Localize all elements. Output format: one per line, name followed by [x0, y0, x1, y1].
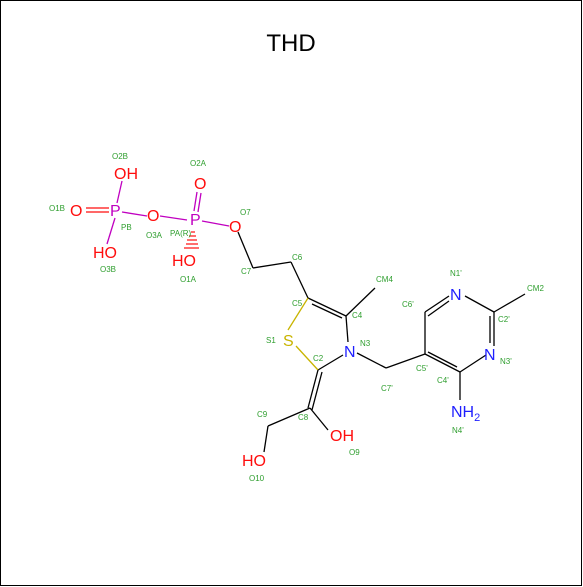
label-o1b: O1B — [49, 204, 65, 213]
label-n3: N3 — [360, 339, 371, 348]
atom-name-labels: O2B O1B PB O3B O3A O2A PA(R) O1A O7 C7 C… — [49, 152, 544, 483]
label-o7: O7 — [240, 208, 251, 217]
label-c6-prime: C6' — [402, 300, 414, 309]
label-c5-prime: C5' — [416, 364, 428, 373]
hashed-wedge — [184, 231, 199, 249]
label-n3-prime: N3' — [500, 357, 512, 366]
atom-n1-prime: N — [450, 287, 462, 304]
page-title: THD — [266, 30, 316, 57]
label-c2-prime: C2' — [498, 315, 510, 324]
label-c4: C4 — [352, 311, 363, 320]
label-o9: O9 — [349, 448, 360, 457]
label-c7: C7 — [241, 267, 252, 276]
label-c4-prime: C4' — [437, 376, 449, 385]
label-o3a: O3A — [146, 231, 163, 240]
label-n4-prime: N4' — [452, 426, 464, 435]
label-o2a: O2A — [190, 159, 207, 168]
label-cm2: CM2 — [527, 284, 544, 293]
atom-o3a: O — [147, 208, 159, 225]
label-o10: O10 — [249, 474, 265, 483]
label-c9: C9 — [257, 410, 268, 419]
label-pb: PB — [121, 223, 132, 232]
label-c6: C6 — [292, 253, 303, 262]
label-s1: S1 — [266, 336, 276, 345]
atom-o1a: HO — [172, 253, 196, 270]
atom-nh2: NH2 — [451, 404, 480, 424]
atom-o10: HO — [242, 453, 266, 470]
atom-o7: O — [229, 219, 241, 236]
atom-oh-top: OH — [114, 166, 138, 183]
label-o1a: O1A — [180, 275, 197, 284]
label-pa: PA(R) — [170, 229, 192, 238]
atom-n3-prime: N — [484, 347, 496, 364]
label-c8: C8 — [298, 413, 309, 422]
label-n1-prime: N1' — [450, 269, 462, 278]
atom-o2a: O — [194, 176, 206, 193]
atom-o1b: O — [70, 203, 82, 220]
label-c2: C2 — [313, 354, 324, 363]
bonds — [86, 180, 526, 453]
atom-pa: P — [190, 212, 201, 229]
atom-n3: N — [344, 344, 356, 361]
label-c7-prime: C7' — [381, 384, 393, 393]
atom-o3b: HO — [93, 245, 117, 262]
atom-symbols: OH O P O P O HO HO O S N N N NH2 OH HO — [70, 166, 496, 470]
atom-s1: S — [283, 333, 294, 350]
label-o3b: O3B — [100, 265, 116, 274]
label-c5: C5 — [292, 299, 303, 308]
label-cm4: CM4 — [376, 275, 393, 284]
atom-o9: OH — [330, 428, 354, 445]
atom-pb: P — [110, 203, 121, 220]
label-o2b: O2B — [112, 152, 128, 161]
